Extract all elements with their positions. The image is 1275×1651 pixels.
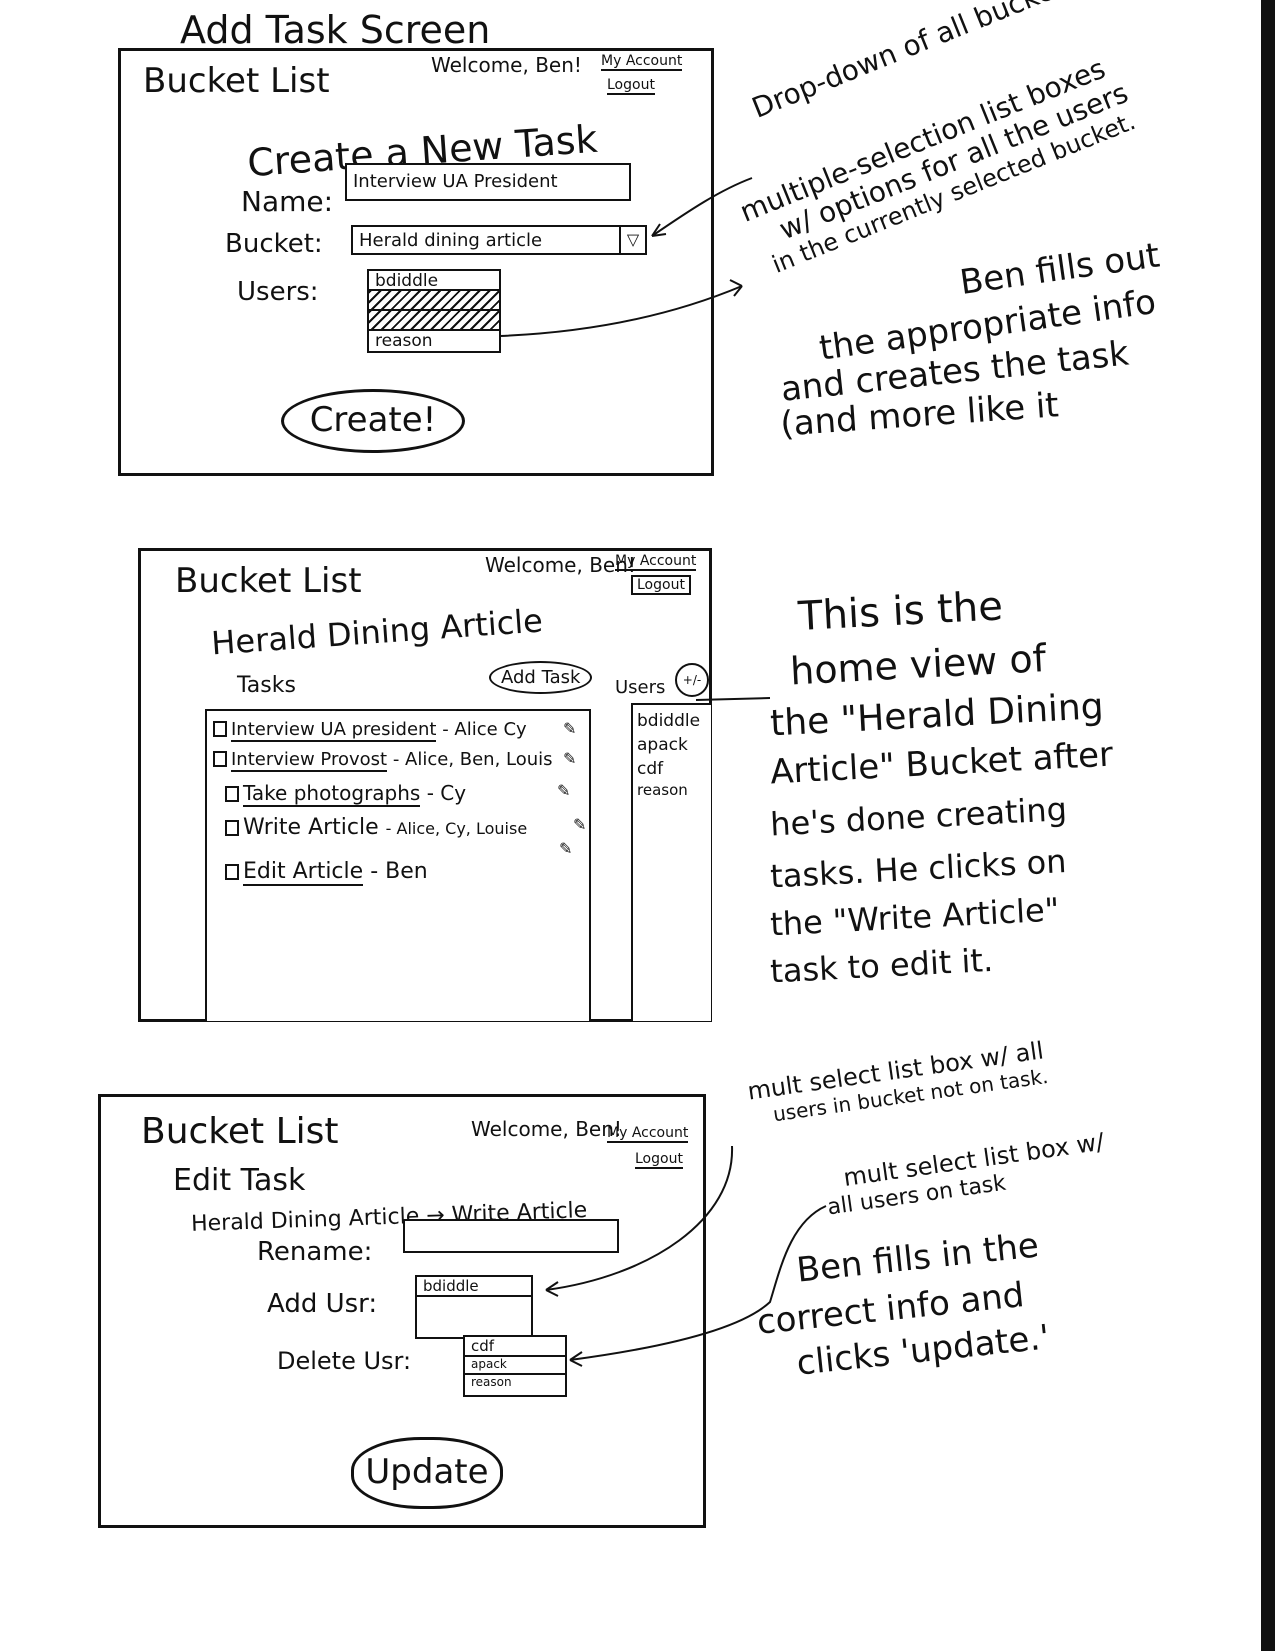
welcome-text: Welcome, Ben! bbox=[471, 1117, 622, 1141]
list-item[interactable]: bdiddle bbox=[369, 271, 499, 291]
checkbox[interactable] bbox=[213, 721, 227, 737]
edit-pencil-icon[interactable]: ✎ bbox=[559, 839, 573, 858]
list-item-selected[interactable]: cdf bbox=[369, 311, 499, 331]
list-item[interactable]: apack bbox=[637, 735, 688, 755]
arrow-dropdown-head bbox=[651, 223, 667, 237]
create-button[interactable]: Create! bbox=[281, 389, 465, 453]
add-remove-user-button[interactable]: +/- bbox=[675, 663, 709, 697]
page-edge-bar bbox=[1261, 0, 1275, 1651]
edit-pencil-icon[interactable]: ✎ bbox=[573, 815, 587, 834]
arrow-delete-user-head bbox=[569, 1351, 583, 1367]
task-item[interactable]: Interview UA president - Alice Cy bbox=[213, 719, 527, 742]
list-item[interactable]: cdf bbox=[637, 759, 664, 779]
delete-user-multiselect[interactable]: cdf apack reason bbox=[463, 1335, 567, 1397]
checkbox[interactable] bbox=[225, 864, 239, 880]
my-account-link[interactable]: My Account bbox=[607, 1125, 689, 1143]
arrow-add-user bbox=[545, 1145, 734, 1291]
checkbox[interactable] bbox=[213, 751, 227, 767]
bucket-select-value: Herald dining article bbox=[359, 230, 543, 251]
my-account-link[interactable]: My Account bbox=[601, 53, 683, 71]
arrow-add-user-head bbox=[545, 1281, 559, 1297]
page-heading: Add Task Screen bbox=[180, 8, 491, 52]
rename-input[interactable] bbox=[403, 1219, 619, 1253]
edit-task-screen: Bucket List Welcome, Ben! My Account Log… bbox=[98, 1094, 706, 1528]
logout-link[interactable]: Logout bbox=[631, 575, 691, 595]
arrow-dropdown bbox=[651, 177, 753, 237]
add-user-multiselect[interactable]: bdiddle bbox=[415, 1275, 533, 1339]
users-list: bdiddle apack cdf reason bbox=[631, 703, 711, 1021]
list-item[interactable]: cdf bbox=[465, 1337, 565, 1357]
add-task-screen: Bucket List Welcome, Ben! My Account Log… bbox=[118, 48, 714, 476]
bucket-home-screen: Bucket List Welcome, Ben! My Account Log… bbox=[138, 548, 712, 1022]
bucket-select[interactable]: Herald dining article ▽ bbox=[351, 225, 647, 255]
bucket-label: Bucket: bbox=[225, 229, 323, 259]
users-label: Users bbox=[615, 677, 666, 698]
list-item[interactable]: bdiddle bbox=[637, 711, 701, 731]
list-item[interactable]: reason bbox=[471, 1375, 512, 1389]
task-list: Interview UA president - Alice Cy Interv… bbox=[205, 709, 591, 1021]
name-label: Name: bbox=[241, 185, 334, 218]
users-label: Users: bbox=[237, 277, 319, 307]
edit-pencil-icon[interactable]: ✎ bbox=[563, 749, 577, 768]
tasks-label: Tasks bbox=[237, 673, 296, 698]
edit-pencil-icon[interactable]: ✎ bbox=[563, 719, 577, 738]
users-multiselect[interactable]: bdiddle apack cdf reason bbox=[367, 269, 501, 353]
task-item[interactable]: Edit Article - Ben bbox=[225, 859, 428, 886]
checkbox[interactable] bbox=[225, 820, 239, 836]
chevron-down-icon[interactable]: ▽ bbox=[619, 227, 645, 253]
delete-user-label: Delete Usr: bbox=[277, 1347, 412, 1375]
checkbox[interactable] bbox=[225, 786, 239, 802]
logout-link[interactable]: Logout bbox=[635, 1151, 683, 1169]
list-item[interactable]: apack bbox=[465, 1357, 565, 1375]
list-item[interactable]: reason bbox=[637, 781, 688, 799]
update-button[interactable]: Update bbox=[351, 1437, 503, 1509]
arrow-users-list bbox=[695, 697, 771, 701]
welcome-text: Welcome, Ben! bbox=[485, 553, 636, 577]
task-name-input[interactable]: Interview UA President bbox=[345, 163, 631, 201]
welcome-text: Welcome, Ben! bbox=[431, 53, 582, 77]
edit-pencil-icon[interactable]: ✎ bbox=[557, 781, 571, 800]
list-item[interactable]: bdiddle bbox=[417, 1277, 531, 1297]
task-item[interactable]: Write Article - Alice, Cy, Louise bbox=[225, 815, 527, 840]
my-account-link[interactable]: My Account bbox=[615, 553, 697, 571]
list-item[interactable]: reason bbox=[375, 331, 433, 351]
list-item-selected[interactable]: apack bbox=[369, 291, 499, 311]
rename-label: Rename: bbox=[257, 1237, 373, 1267]
arrow-delete-user bbox=[569, 1205, 827, 1361]
app-title: Bucket List bbox=[143, 61, 330, 101]
arrow-multiselect bbox=[499, 285, 743, 337]
task-name-value: Interview UA President bbox=[353, 171, 558, 192]
page-title: Edit Task bbox=[173, 1163, 306, 1198]
arrow-multiselect-head bbox=[729, 279, 743, 297]
task-item[interactable]: Take photographs - Cy bbox=[225, 781, 466, 807]
app-title: Bucket List bbox=[141, 1111, 339, 1152]
logout-link[interactable]: Logout bbox=[607, 77, 655, 95]
add-user-label: Add Usr: bbox=[267, 1289, 378, 1319]
task-item[interactable]: Interview Provost - Alice, Ben, Louis bbox=[213, 749, 553, 772]
app-title: Bucket List bbox=[175, 561, 362, 601]
add-task-button[interactable]: Add Task bbox=[489, 661, 593, 694]
